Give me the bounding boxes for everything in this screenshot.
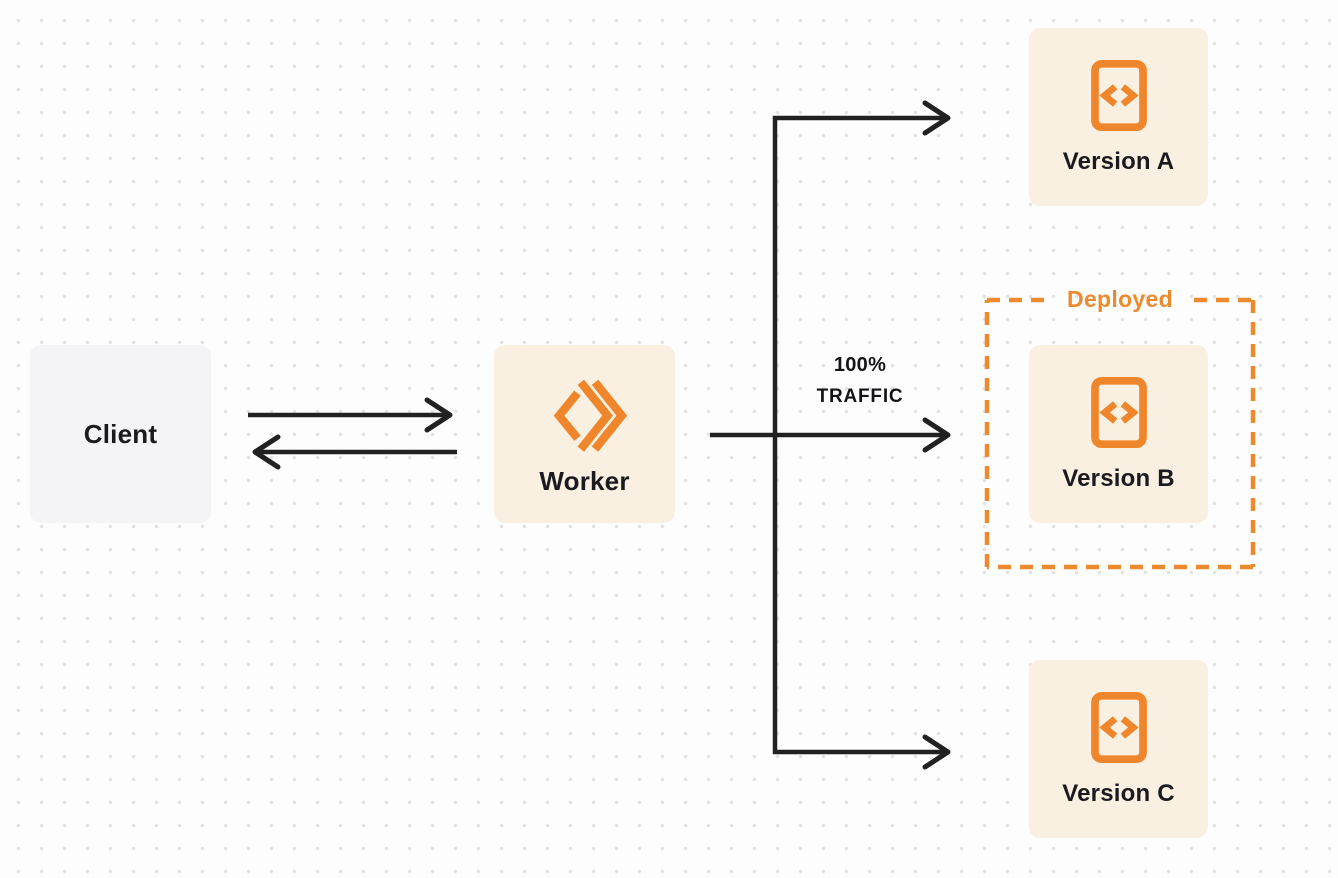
version-c-node: Version C xyxy=(1029,660,1208,838)
arrow-worker-to-version-c xyxy=(772,435,951,770)
traffic-annotation: 100% TRAFFIC xyxy=(780,349,940,413)
worker-node: Worker xyxy=(494,345,675,523)
client-node-label: Client xyxy=(83,418,158,449)
version-a-label: Version A xyxy=(1062,147,1175,175)
version-a-node: Version A xyxy=(1029,28,1208,206)
client-node: Client xyxy=(30,345,211,523)
traffic-word-label: TRAFFIC xyxy=(816,386,904,407)
deployed-group-label: Deployed xyxy=(1067,286,1173,312)
version-c-label: Version C xyxy=(1062,779,1175,807)
code-file-icon xyxy=(1090,376,1148,449)
version-b-node: Version B xyxy=(1029,345,1208,523)
worker-node-label: Worker xyxy=(539,465,630,496)
code-file-icon xyxy=(1090,59,1148,132)
traffic-percent-label: 100% xyxy=(833,354,887,376)
workers-logo-icon xyxy=(539,372,631,456)
version-b-label: Version B xyxy=(1062,464,1175,492)
code-file-icon xyxy=(1090,691,1148,764)
